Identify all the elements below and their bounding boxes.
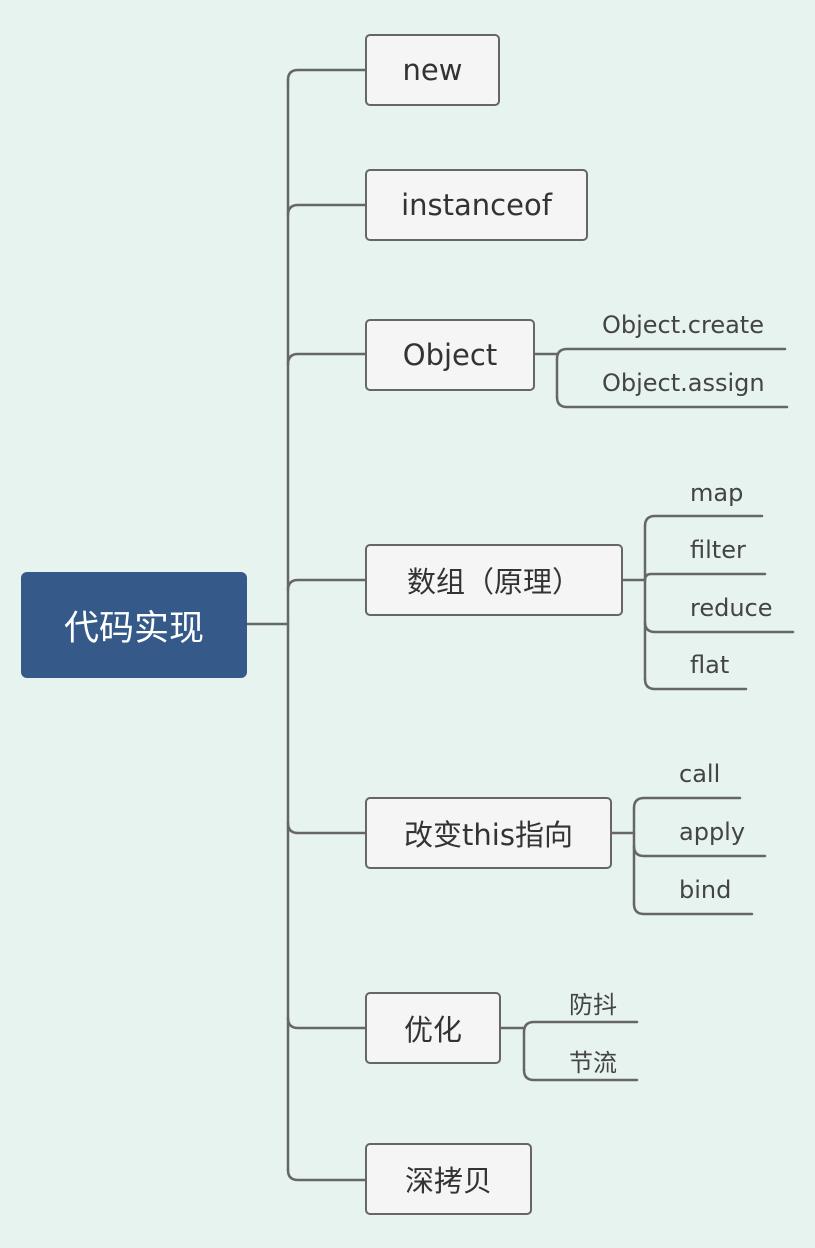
connector-array: [286, 578, 367, 592]
leaf-filter[interactable]: filter: [690, 536, 746, 564]
underline-map: [643, 514, 764, 528]
root-label: 代码实现: [63, 608, 204, 649]
leaf-debounce[interactable]: 防抖: [569, 991, 617, 1019]
leaf-flat[interactable]: flat: [690, 651, 730, 679]
connector-this: [286, 821, 367, 835]
leaf-object-create[interactable]: Object.create: [602, 311, 764, 339]
underline-flat: [643, 677, 748, 691]
node-instanceof-label: instanceof: [401, 188, 552, 222]
node-change-this-label: 改变this指向: [404, 818, 573, 852]
connector-deepcopy: [286, 1168, 367, 1182]
leaf-map[interactable]: map: [690, 479, 744, 507]
node-optimize-label: 优化: [403, 1013, 462, 1047]
underline-reduce: [643, 620, 795, 634]
leaf-call[interactable]: call: [679, 760, 721, 788]
connector-optimize: [286, 1016, 367, 1030]
leaf-reduce[interactable]: reduce: [690, 594, 773, 622]
connector-object: [286, 352, 367, 366]
root-node[interactable]: 代码实现: [21, 572, 247, 678]
underline-bind: [632, 902, 754, 916]
node-array-label: 数组（原理）: [406, 565, 581, 599]
node-object-label: Object: [402, 338, 498, 372]
node-new[interactable]: new: [365, 34, 500, 106]
leaf-bind[interactable]: bind: [679, 876, 732, 904]
leaf-throttle[interactable]: 节流: [569, 1049, 617, 1077]
leaf-apply[interactable]: apply: [679, 818, 746, 846]
underline-call: [632, 796, 742, 810]
connector-new: [286, 68, 367, 82]
node-change-this[interactable]: 改变this指向: [365, 797, 612, 869]
node-new-label: new: [402, 53, 463, 87]
underline-object-assign: [555, 395, 789, 409]
node-instanceof[interactable]: instanceof: [365, 169, 588, 241]
leaf-object-assign[interactable]: Object.assign: [602, 369, 765, 397]
node-deep-copy-label: 深拷贝: [404, 1164, 492, 1198]
underline-object-create: [555, 347, 787, 361]
underline-apply: [632, 844, 767, 858]
underline-debounce: [522, 1020, 639, 1034]
underline-throttle: [522, 1068, 639, 1082]
underline-filter: [643, 572, 767, 582]
node-object[interactable]: Object: [365, 319, 535, 391]
connector-instanceof: [286, 203, 367, 217]
node-array[interactable]: 数组（原理）: [365, 544, 623, 616]
node-deep-copy[interactable]: 深拷贝: [365, 1143, 532, 1215]
node-optimize[interactable]: 优化: [365, 992, 501, 1064]
